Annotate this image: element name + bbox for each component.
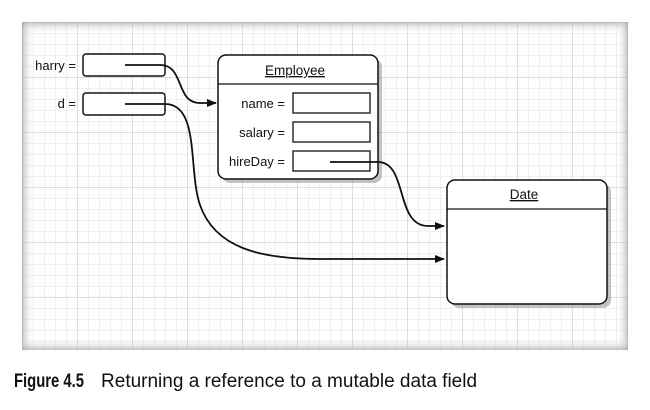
d-label: d = bbox=[58, 96, 76, 111]
grid-shadow-bottom bbox=[22, 338, 628, 350]
harry-to-employee-arrow bbox=[125, 64, 217, 107]
grid-shadow-top bbox=[22, 22, 628, 34]
employee-field-box-salary bbox=[292, 121, 371, 143]
employee-field-box-hireday bbox=[292, 150, 371, 172]
figure-caption-text: Returning a reference to a mutable data … bbox=[101, 371, 478, 392]
employee-object-box bbox=[217, 54, 379, 180]
grid-shadow-right bbox=[616, 22, 628, 350]
figure-number: Figure 4.5 bbox=[14, 371, 85, 392]
grid-shadow-left bbox=[22, 22, 34, 350]
employee-field-label-name: name = bbox=[241, 96, 285, 111]
employee-field-box-name bbox=[292, 92, 371, 114]
harry-label: harry = bbox=[35, 58, 76, 73]
hireday-to-date-arrow bbox=[330, 161, 445, 230]
employee-title: Employee bbox=[265, 63, 325, 78]
employee-field-label-salary: salary = bbox=[239, 125, 285, 140]
d-to-date-arrow bbox=[125, 103, 445, 263]
date-object: Date bbox=[446, 179, 611, 308]
employee-field-label-hireday: hireDay = bbox=[229, 154, 285, 169]
date-title: Date bbox=[510, 187, 539, 202]
date-object-box bbox=[446, 179, 608, 305]
employee-object: Employee name = salary = hireDay = bbox=[217, 54, 382, 183]
figure-caption: Figure 4.5 Returning a reference to a mu… bbox=[14, 371, 477, 393]
